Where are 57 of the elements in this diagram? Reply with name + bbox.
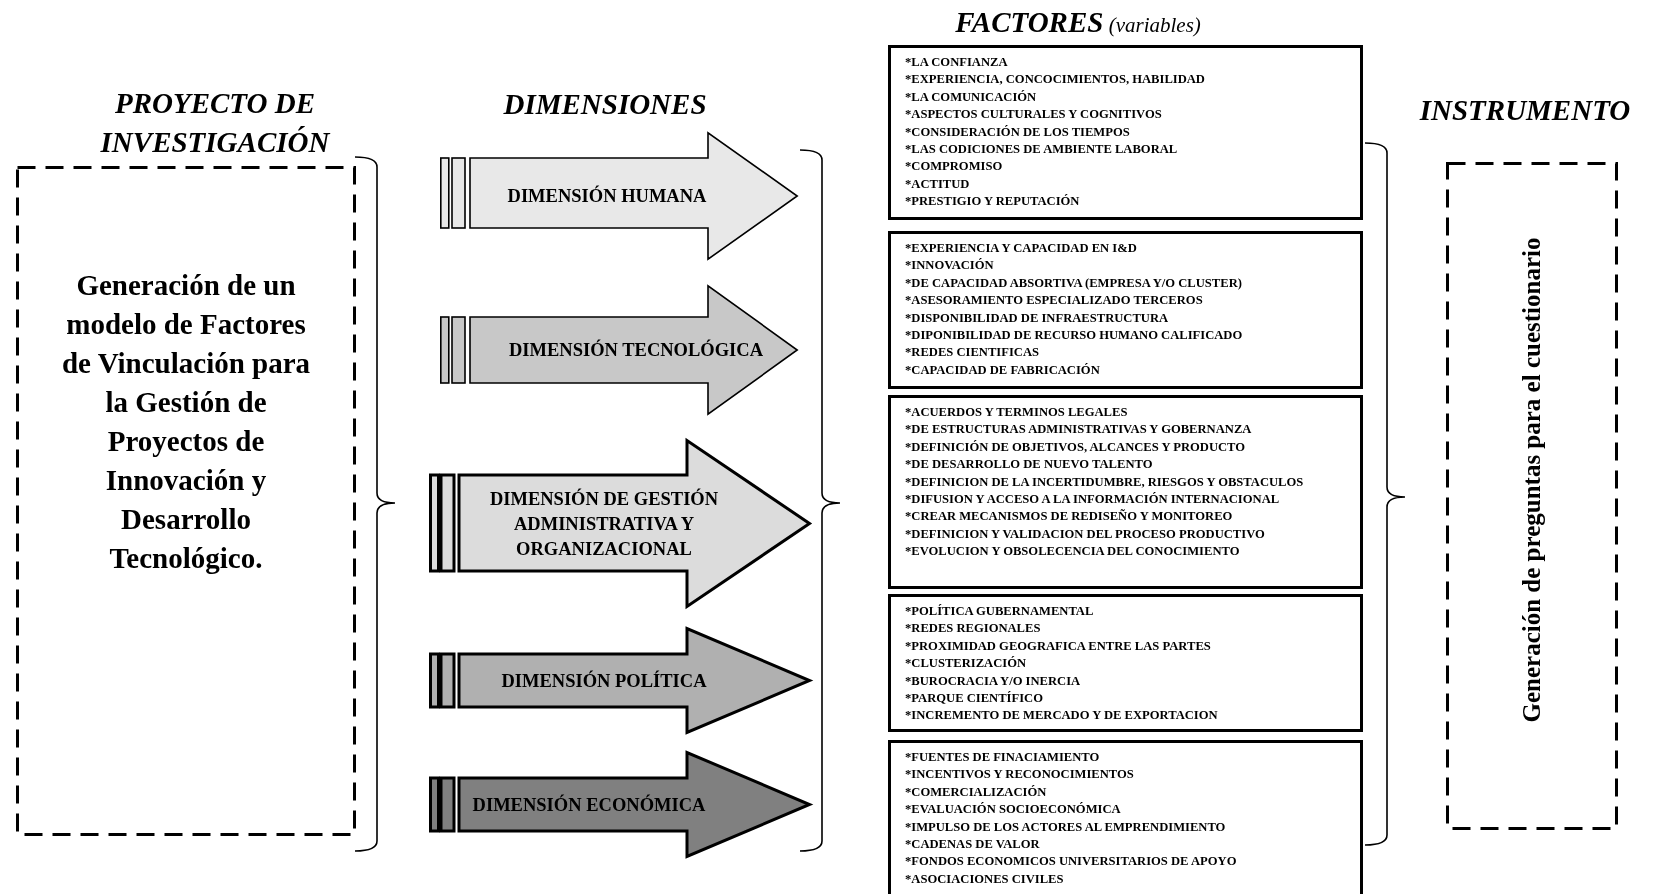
factor-item: *DIPONIBILIDAD DE RECURSO HUMANO CALIFICADO [905, 327, 1244, 345]
node-text: DIMENSIÓN TECNOLÓGICA [507, 338, 765, 362]
factor-item: *PARQUE CIENTÍFICO [905, 690, 1044, 708]
factor-item: *POLÍTICA GUBERNAMENTAL [905, 603, 1095, 620]
factor-item: *DEFINICIÓN DE OBJETIVOS, ALCANCES Y PRODUCTO [905, 438, 1247, 456]
factor-item: *LA CONFIANZA [905, 54, 1009, 71]
column-heading: FACTORES (variables) [954, 5, 1202, 40]
factor-item: *LA COMUNICACIÓN [905, 88, 1038, 106]
factor-box [888, 395, 1363, 589]
factor-item: *CADENAS DE VALOR [905, 836, 1041, 854]
factor-item: *EVOLUCION Y OBSOLECENCIA DEL CONOCIMIENTO [905, 543, 1241, 561]
node-text: DIMENSIÓN ECONÓMICA [471, 793, 707, 816]
factor-item: *IMPULSO DE LOS ACTORES AL EMPRENDIMIENTO [905, 818, 1227, 836]
factor-item: *DIFUSION Y ACCESO A LA INFORMACIÓN INTERNACIONAL [905, 491, 1281, 509]
factor-item: *DISPONIBILIDAD DE INFRAESTRUCTURA [905, 309, 1170, 327]
factor-item: *FONDOS ECONOMICOS UNIVERSITARIOS DE APOYO [905, 853, 1238, 871]
node-text: DIMENSIÓN POLÍTICA [500, 669, 708, 692]
factor-item: *EXPERIENCIA Y CAPACIDAD EN I&D [905, 240, 1138, 257]
factor-item: *INCREMENTO DE MERCADO Y DE EXPORTACION [905, 707, 1219, 725]
factor-box [888, 594, 1363, 732]
factor-item: *REDES REGIONALES [905, 620, 1042, 638]
factor-item: *COMERCIALIZACIÓN [905, 783, 1048, 801]
node-text: DIMENSIÓN DE GESTIÓN ADMINISTRATIVA Y ORGANIZACIONAL [488, 487, 720, 560]
factor-item: *ASPECTOS CULTURALES Y COGNITIVOS [905, 106, 1163, 124]
node-text: Generación de un modelo de Factores de Vinculación para la Gestión de Proyectos de Innovación y Desarrollo Tecnológico. [60, 268, 312, 576]
factor-item: *ACTITUD [905, 175, 971, 193]
factor-item: *INCENTIVOS Y RECONOCIMIENTOS [905, 766, 1135, 784]
factor-item: *CREAR MECANISMOS DE REDISEÑO Y MONITOREO [905, 508, 1234, 526]
factor-item: *COMPROMISO [905, 158, 1004, 176]
factor-item: *DEFINICION DE LA INCERTIDUMBRE, RIESGOS Y OBSTACULOS [905, 473, 1305, 491]
factor-item: *FUENTES DE FINACIAMIENTO [905, 749, 1101, 766]
factor-item: *CLUSTERIZACIÓN [905, 655, 1028, 673]
factor-box [888, 231, 1363, 389]
factor-item: *CAPACIDAD DE FABRICACIÓN [905, 361, 1101, 379]
factor-item: *ASESORAMIENTO ESPECIALIZADO TERCEROS [905, 292, 1204, 310]
factor-item: *PROXIMIDAD GEOGRAFICA ENTRE LAS PARTES [905, 637, 1212, 655]
factor-item: *DE DESARROLLO DE NUEVO TALENTO [905, 456, 1154, 474]
node-text: DIMENSIÓN HUMANA [506, 184, 708, 208]
column-heading: PROYECTO DE INVESTIGACIÓN [99, 86, 332, 160]
factor-item: *LAS CODICIONES DE AMBIENTE LABORAL [905, 141, 1179, 159]
factor-item: *EXPERIENCIA, CONCOCIMIENTOS, HABILIDAD [905, 71, 1206, 89]
factor-item: *DE ESTRUCTURAS ADMINISTRATIVAS Y GOBERNANZA [905, 421, 1253, 439]
factor-item: *BUROCRACIA Y/O INERCIA [905, 672, 1082, 690]
factor-item: *REDES CIENTIFICAS [905, 344, 1041, 362]
factor-item: *PRESTIGIO Y REPUTACIÓN [905, 193, 1081, 211]
factor-item: *DE CAPACIDAD ABSORTIVA (EMPRESA Y/O CLUSTER) [905, 274, 1243, 292]
factor-box [888, 740, 1363, 894]
factor-item: *ACUERDOS Y TERMINOS LEGALES [905, 404, 1129, 421]
node-text: Generación de preguntas para el cuestionario [1517, 236, 1546, 725]
factor-box [888, 45, 1363, 220]
column-heading: DIMENSIONES [502, 87, 708, 122]
factor-item: *ASOCIACIONES CIVILES [905, 870, 1065, 888]
factor-item: *INNOVACIÓN [905, 257, 995, 275]
factor-item: *EVALUACIÓN SOCIOECONÓMICA [905, 801, 1122, 819]
factor-item: *DEFINICION Y VALIDACION DEL PROCESO PRODUCTIVO [905, 525, 1266, 543]
column-heading: INSTRUMENTO [1418, 93, 1632, 128]
factor-item: *CONSIDERACIÓN DE LOS TIEMPOS [905, 123, 1131, 141]
